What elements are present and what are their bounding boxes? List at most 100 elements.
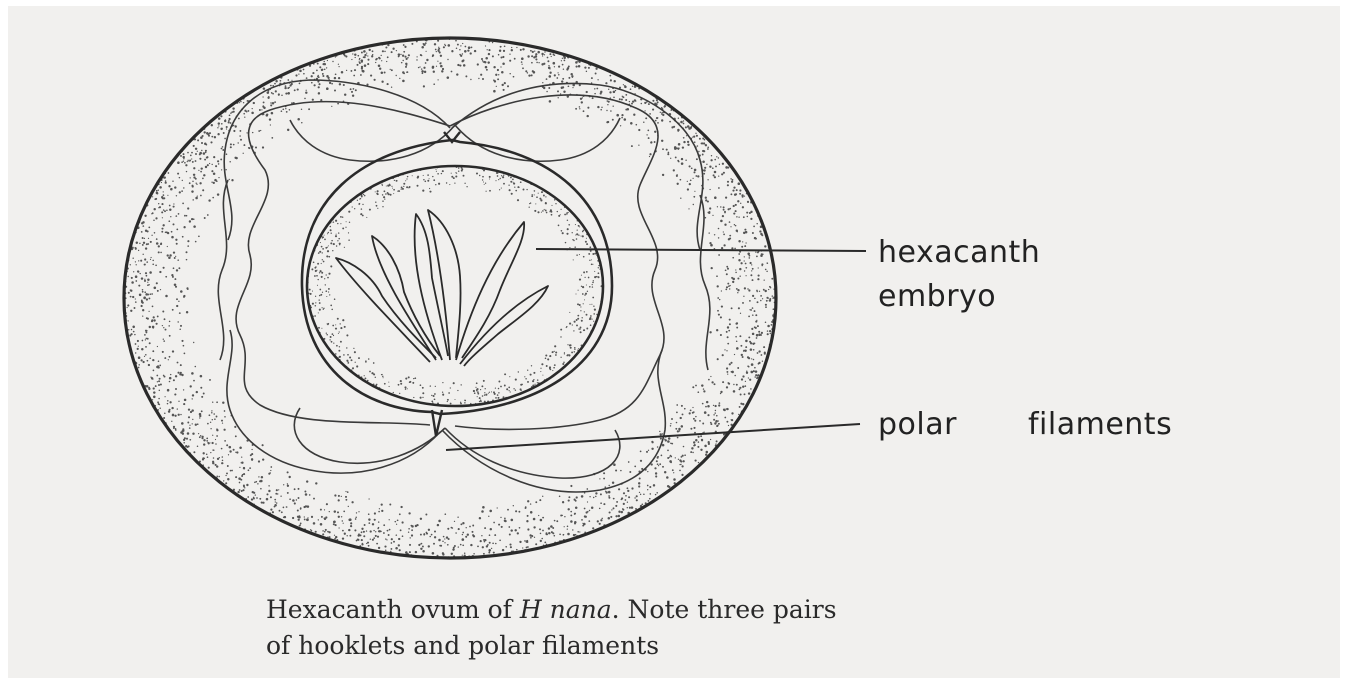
stipple-dot (451, 553, 453, 555)
stipple-dot (493, 79, 495, 81)
stipple-dot (423, 67, 425, 69)
stipple-dot (662, 114, 664, 116)
stipple-dot (484, 527, 486, 529)
stipple-dot (709, 331, 711, 333)
stipple-dot (534, 537, 535, 538)
stipple-dot (254, 481, 256, 483)
stipple-dot (733, 187, 735, 189)
stipple-dot (158, 203, 159, 204)
stipple-dot (186, 251, 188, 253)
stipple-dot (554, 74, 556, 76)
stipple-dot (533, 526, 535, 528)
stipple-dot (192, 423, 193, 424)
stipple-dot (181, 340, 183, 342)
stipple-dot (523, 189, 525, 191)
stipple-dot (678, 117, 679, 118)
stipple-dot (707, 146, 709, 148)
stipple-dot (149, 293, 151, 295)
stipple-dot (744, 270, 745, 271)
stipple-dot (721, 306, 723, 308)
stipple-dot (567, 228, 569, 230)
stipple-dot (541, 212, 542, 213)
stipple-dot (266, 498, 269, 501)
stipple-dot (646, 451, 648, 453)
stipple-dot (705, 217, 707, 219)
stipple-dot (448, 44, 451, 47)
stipple-dot (693, 171, 695, 173)
stipple-dot (741, 354, 743, 356)
stipple-dot (732, 190, 734, 192)
stipple-dot (687, 181, 688, 182)
stipple-dot (212, 435, 213, 436)
stipple-dot (389, 504, 391, 506)
stipple-dot (158, 245, 160, 247)
stipple-dot (711, 267, 713, 269)
stipple-dot (761, 263, 763, 265)
stipple-dot (341, 496, 342, 497)
stipple-dot (727, 184, 729, 186)
stipple-dot (651, 441, 653, 443)
stipple-dot (534, 194, 535, 195)
stipple-dot (148, 297, 150, 299)
stipple-dot (304, 518, 306, 520)
stipple-dot (693, 427, 695, 429)
stipple-dot (318, 86, 320, 88)
stipple-dot (186, 438, 188, 440)
stipple-dot (312, 72, 314, 74)
stipple-dot (207, 164, 209, 166)
stipple-dot (187, 432, 190, 435)
stipple-dot (546, 212, 548, 214)
stipple-dot (361, 66, 363, 68)
stipple-dot (540, 540, 542, 542)
stipple-dot (592, 527, 594, 529)
stipple-dot (766, 271, 767, 272)
stipple-dot (357, 200, 358, 201)
stipple-dot (608, 491, 611, 494)
stipple-dot (727, 326, 729, 328)
stipple-dot (221, 169, 222, 170)
stipple-dot (139, 243, 140, 244)
stipple-dot (221, 128, 222, 129)
stipple-dot (616, 501, 618, 503)
stipple-dot (543, 195, 545, 197)
stipple-dot (683, 137, 685, 139)
stipple-dot (579, 531, 580, 532)
stipple-dot (303, 69, 305, 71)
stipple-dot (402, 80, 405, 83)
stipple-dot (131, 277, 133, 279)
stipple-dot (412, 175, 413, 176)
stipple-dot (579, 304, 581, 306)
stipple-dot (366, 543, 367, 544)
stipple-dot (588, 277, 590, 279)
polar-leader-line (446, 424, 860, 450)
stipple-dot (691, 447, 693, 449)
stipple-dot (707, 200, 709, 202)
stipple-dot (381, 374, 382, 375)
stipple-dot (500, 56, 502, 58)
stipple-dot (742, 241, 743, 242)
stipple-dot (758, 267, 759, 268)
stipple-dot (653, 484, 655, 486)
stipple-dot (201, 142, 203, 144)
stipple-dot (704, 139, 706, 141)
stipple-dot (196, 184, 197, 185)
stipple-dot (210, 452, 211, 453)
stipple-dot (135, 275, 138, 278)
stipple-dot (427, 174, 429, 176)
stipple-dot (578, 328, 580, 330)
stipple-dot (221, 148, 223, 150)
stipple-dot (393, 189, 395, 191)
stipple-dot (357, 539, 359, 541)
stipple-dot (684, 454, 686, 456)
stipple-dot (326, 255, 328, 257)
stipple-dot (527, 381, 529, 383)
stipple-dot (750, 388, 752, 390)
stipple-dot (161, 228, 163, 230)
stipple-dot (213, 182, 215, 184)
stipple-dot (554, 345, 556, 347)
stipple-dot (533, 56, 535, 58)
stipple-dot (220, 158, 222, 160)
stipple-dot (408, 532, 409, 533)
stipple-dot (680, 198, 681, 199)
stipple-dot (218, 476, 220, 478)
